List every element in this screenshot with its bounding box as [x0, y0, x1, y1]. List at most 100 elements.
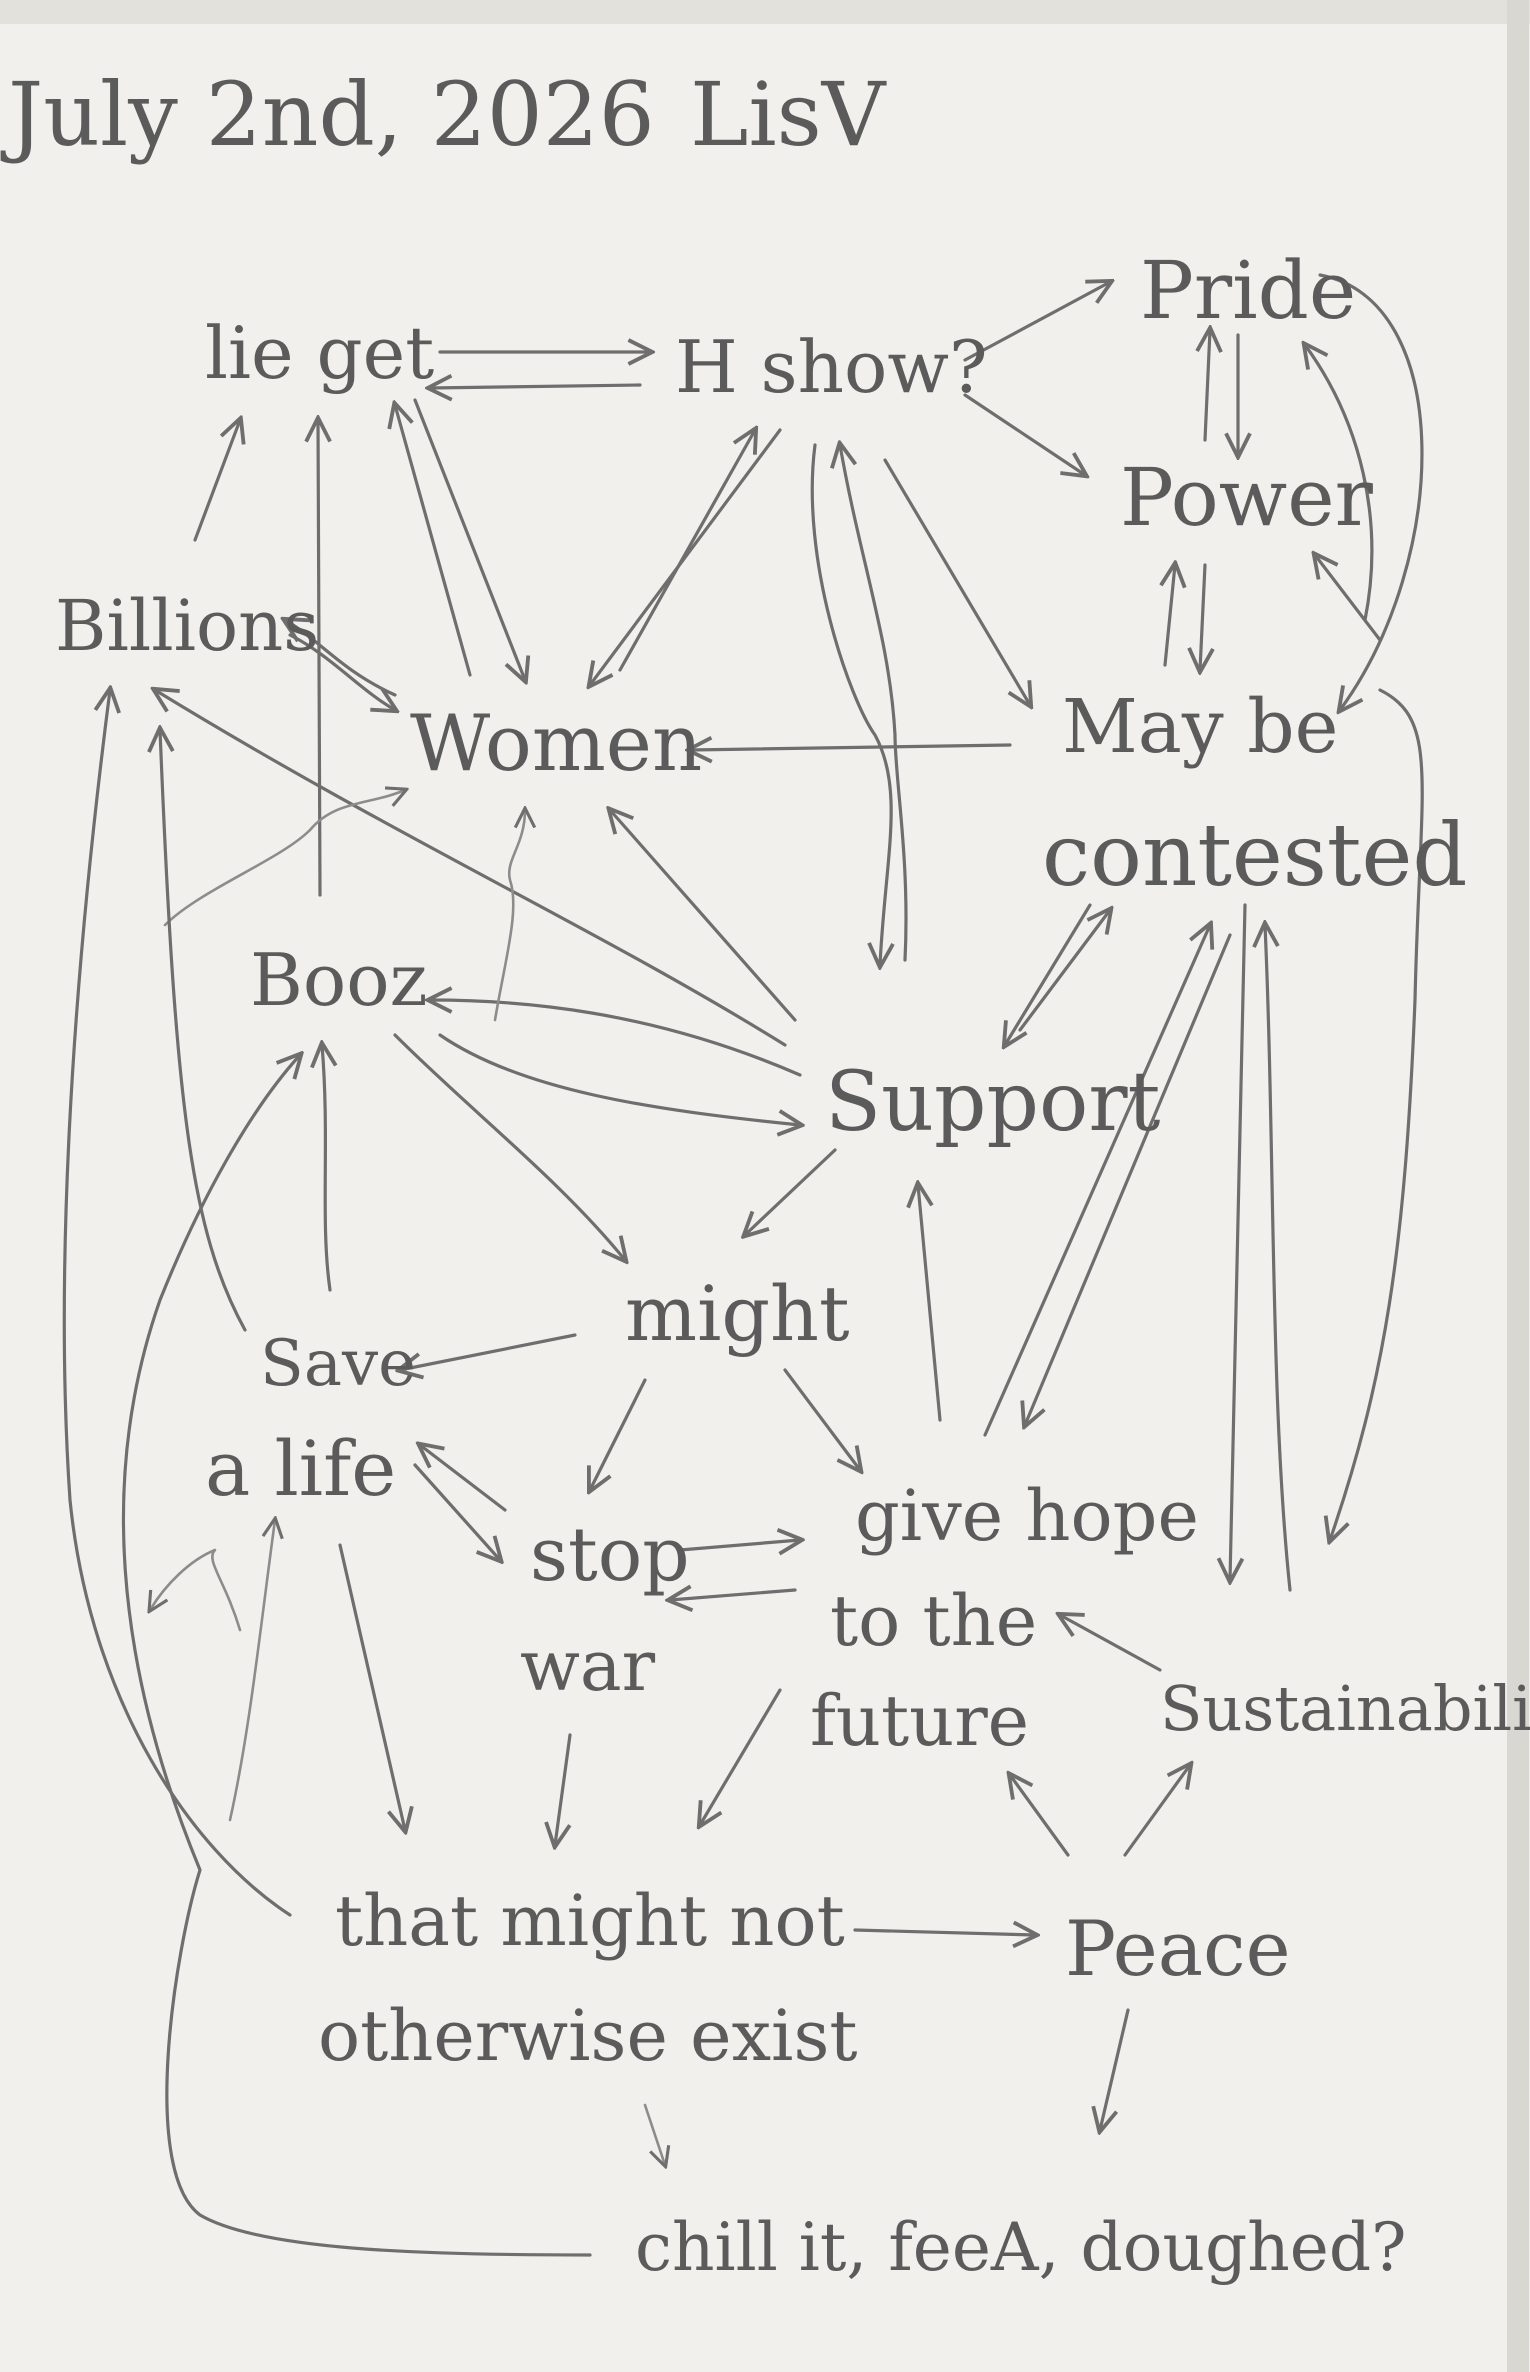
node-stopwar: stop war — [520, 1512, 690, 1707]
edge-booz-liegit — [318, 420, 320, 897]
edge-maybe-power-2 — [1315, 555, 1382, 642]
svg-text:May be: May be — [1062, 684, 1338, 770]
edge-hshow-support-a — [810, 443, 891, 965]
edge-maybe-support — [1005, 903, 1092, 1045]
edge-peace-chill — [1100, 2008, 1130, 2130]
edge-givehope-stopwar — [670, 1590, 797, 1600]
edge-peace-sustain — [1123, 1765, 1190, 1857]
edge-booz-might — [393, 1033, 625, 1260]
node-might: might — [625, 1269, 850, 1358]
edge-liegit-women — [413, 398, 525, 680]
svg-text:Billions: Billions — [55, 585, 319, 667]
node-sustainability: Sustainability — [1160, 1672, 1530, 1745]
svg-text:Save: Save — [260, 1327, 416, 1401]
svg-text:war: war — [520, 1625, 656, 1707]
edge-women-hshow — [618, 430, 755, 672]
edge-support-maybe — [1018, 910, 1110, 1032]
edge-givehope-maybe — [983, 925, 1210, 1437]
svg-text:stop: stop — [530, 1512, 690, 1598]
svg-text:a life: a life — [205, 1424, 396, 1513]
edge-maybe-givehope — [1025, 933, 1232, 1425]
edge-hshow-liegit — [430, 385, 642, 388]
svg-text:Pride: Pride — [1140, 244, 1356, 337]
edge-support-hshow — [840, 445, 908, 962]
node-billions: Billions — [55, 585, 319, 667]
edge-power-pride — [1205, 330, 1210, 442]
edge-loop-right — [1330, 688, 1424, 1540]
edge-sustain-maybe — [1265, 925, 1292, 1592]
edge-booz-women-curve — [493, 810, 525, 1022]
paper-top-edge — [0, 0, 1530, 24]
svg-text:to the: to the — [830, 1580, 1037, 1662]
node-pride: Pride — [1140, 244, 1356, 337]
node-booz: Booz — [250, 938, 428, 1022]
node-save: Save a life — [205, 1327, 416, 1513]
edge-support-booz — [430, 1000, 802, 1077]
edge-hshow-maybe — [883, 458, 1030, 705]
svg-text:otherwise exist: otherwise exist — [318, 1995, 858, 2077]
svg-text:might: might — [625, 1269, 850, 1358]
header-author: LisV — [690, 63, 887, 166]
edge-support-billions — [155, 690, 787, 1047]
node-givehope: give hope to the future — [810, 1475, 1199, 1762]
svg-text:lie get: lie get — [205, 311, 434, 395]
node-chill: chill it, feeA, doughed? — [635, 2209, 1406, 2286]
edge-support-might — [745, 1148, 837, 1235]
node-thatmight: that might not otherwise exist — [318, 1880, 858, 2077]
edge-that-chill — [643, 2103, 665, 2165]
svg-text:chill it, feeA, doughed?: chill it, feeA, doughed? — [635, 2209, 1406, 2286]
edge-curve-women — [163, 790, 405, 927]
edge-hshow-pride — [963, 282, 1110, 362]
edge-support-women — [610, 810, 797, 1022]
edge-givehope-support — [918, 1185, 942, 1422]
node-women: Women — [410, 699, 702, 789]
svg-text:Power: Power — [1120, 451, 1374, 544]
node-peace: Peace — [1065, 1904, 1291, 1993]
edge-stopwar-that — [555, 1733, 572, 1845]
edge-might-save — [400, 1333, 577, 1370]
edge-maybe-women — [690, 745, 1012, 750]
svg-text:Sustainability: Sustainability — [1160, 1672, 1530, 1745]
edge-that-peace — [853, 1930, 1035, 1935]
header-date: July 2nd, 2026 — [0, 63, 655, 166]
edge-booz-support — [438, 1033, 800, 1125]
edge-loop-save — [228, 1520, 275, 1822]
edge-maybe-pride — [1305, 345, 1374, 622]
svg-text:July 2nd, 2026: July 2nd, 2026 — [0, 63, 655, 166]
svg-text:Women: Women — [410, 699, 702, 789]
edge-hshow-women — [590, 428, 782, 685]
edge-stopwar-save — [420, 1445, 507, 1512]
edge-hshow-power — [963, 393, 1085, 475]
node-support: Support — [825, 1055, 1161, 1150]
svg-text:that might not: that might not — [335, 1880, 845, 1962]
svg-text:give hope: give hope — [855, 1475, 1199, 1557]
edge-save-stopwar — [413, 1463, 500, 1560]
edge-billions-liegit — [193, 420, 240, 542]
edge-maybe-sustain — [1230, 903, 1247, 1580]
node-power: Power — [1120, 451, 1374, 544]
edge-maybe-power — [1165, 565, 1175, 667]
edge-might-givehope — [783, 1368, 860, 1470]
edge-power-maybe — [1200, 563, 1205, 670]
node-maybe: May be contested — [1042, 684, 1467, 906]
edge-sustain-givehope — [1060, 1615, 1162, 1672]
svg-text:Booz: Booz — [250, 938, 428, 1022]
edge-that-billions — [62, 690, 292, 1917]
edge-might-stopwar — [590, 1378, 647, 1490]
svg-text:Support: Support — [825, 1055, 1161, 1150]
edge-save-billions — [160, 730, 247, 1332]
edge-women-billions — [285, 620, 397, 697]
edge-save-that — [338, 1543, 405, 1830]
node-hshow: H show? — [675, 325, 988, 409]
edges — [62, 273, 1424, 2257]
edge-chill-booz — [121, 1055, 592, 2257]
edge-givehope-that — [700, 1688, 782, 1825]
edge-peace-givehope — [1010, 1775, 1070, 1857]
edge-billions-women — [288, 633, 395, 710]
edge-stopwar-givehope — [678, 1540, 800, 1550]
edge-hook-a — [150, 1548, 242, 1632]
edge-women-liegit — [395, 405, 472, 677]
svg-text:future: future — [810, 1680, 1029, 1762]
